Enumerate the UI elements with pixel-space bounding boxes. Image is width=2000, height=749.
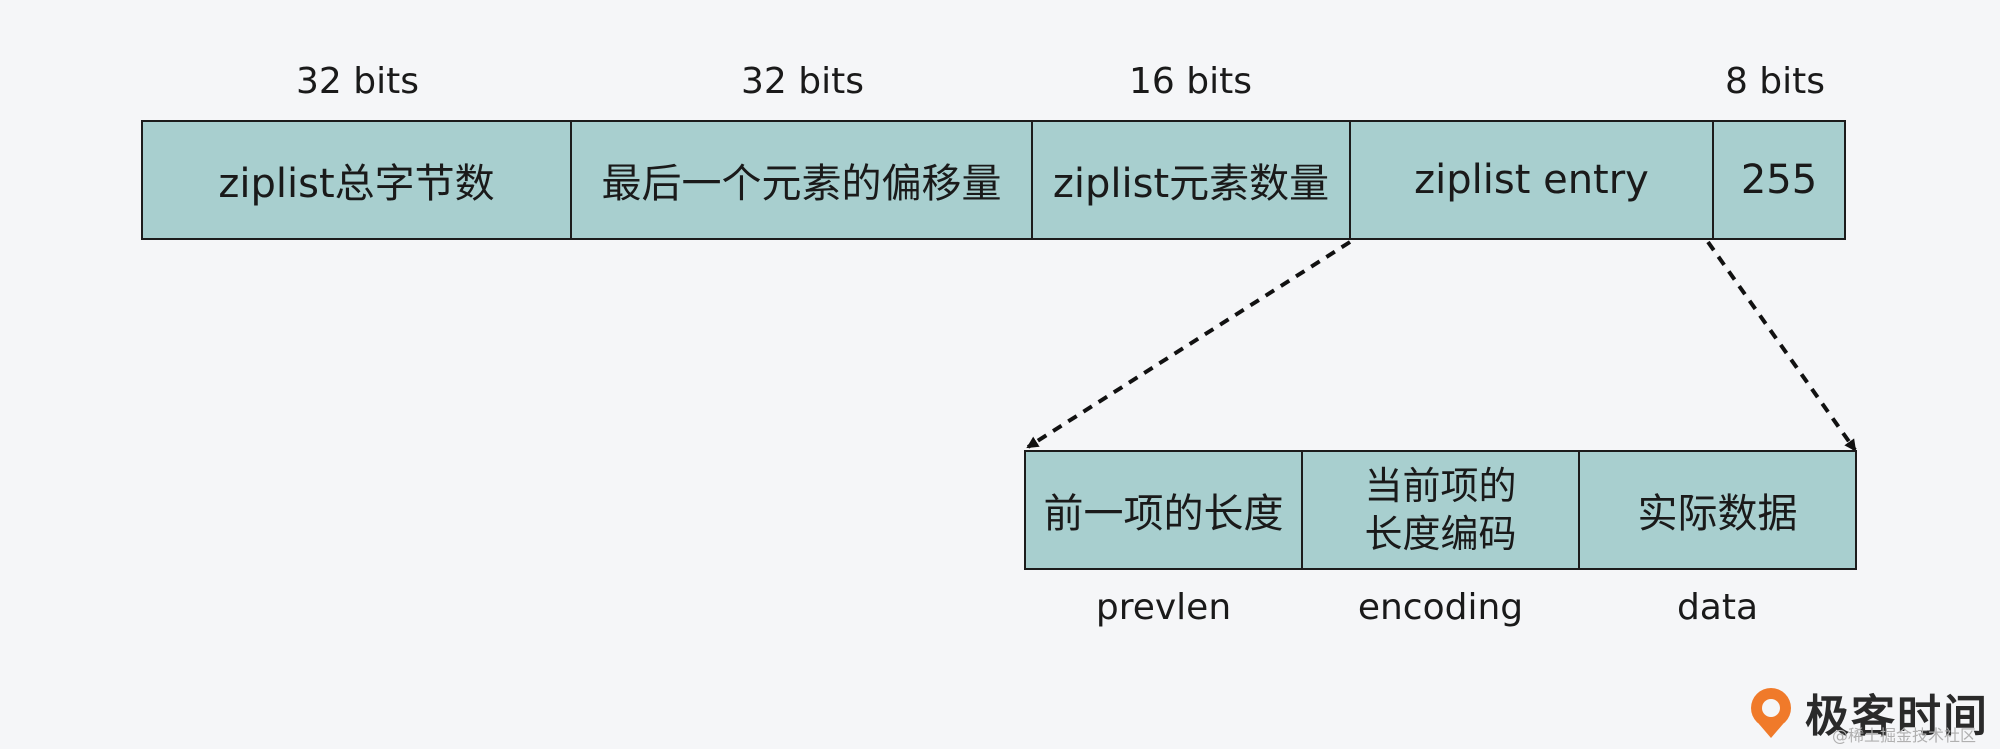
arrow-right [1706, 240, 1857, 452]
bits-label-3: 16 bits [1129, 61, 1252, 102]
entry-encoding-field: 当前项的长度编码 [1301, 450, 1580, 570]
field-entry-count: ziplist元素数量 [1031, 120, 1351, 240]
label-prevlen: prevlen [1095, 587, 1232, 628]
label-encoding: encoding [1357, 587, 1524, 628]
label-data: data [1676, 587, 1759, 628]
bits-label-2: 32 bits [741, 61, 864, 102]
arrow-left [1026, 240, 1352, 449]
field-ziplist-entry: ziplist entry [1349, 120, 1714, 240]
bits-label-1: 32 bits [296, 61, 419, 102]
watermark-text: @稀土掘金技术社区 [1832, 726, 1977, 745]
entry-structure-row: 前一项的长度 当前项的长度编码 实际数据 [1024, 450, 1857, 570]
bits-label-4: 8 bits [1724, 61, 1826, 102]
field-end-marker: 255 [1712, 120, 1846, 240]
field-total-bytes: ziplist总字节数 [141, 120, 572, 240]
ziplist-structure-row: ziplist总字节数 最后一个元素的偏移量 ziplist元素数量 zipli… [141, 120, 1846, 240]
entry-encoding-text: 当前项的长度编码 [1364, 464, 1517, 556]
entry-prevlen-field: 前一项的长度 [1024, 450, 1303, 570]
brand-logo: 极客时间 [1745, 680, 1989, 744]
brand-name: 极客时间 [1805, 691, 1989, 742]
geektime-logo-icon [1751, 688, 1791, 738]
entry-data-field: 实际数据 [1578, 450, 1857, 570]
